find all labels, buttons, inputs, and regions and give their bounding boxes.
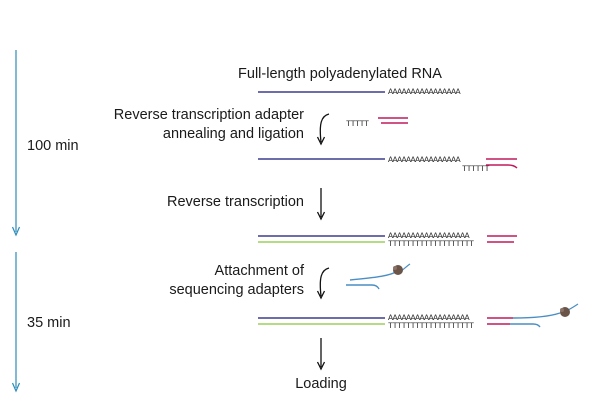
rt-adapter-label-line1: Reverse transcription adapter	[114, 107, 304, 123]
poly-t-step3: TTTTTTTTTTTTTTTTTTT	[388, 239, 474, 249]
poly-a-tail-step4: AAAAAAAAAAAAAAAAAA	[388, 313, 471, 323]
rt-adapter-label-line2: annealing and ligation	[163, 126, 304, 142]
timeline-arrowhead-1	[11, 226, 21, 237]
loading-label: Loading	[295, 376, 347, 392]
attach-label-line2: sequencing adapters	[169, 282, 304, 298]
poly-t-step4: TTTTTTTTTTTTTTTTTTT	[388, 321, 474, 331]
down-arrow-icon	[316, 338, 326, 371]
timeline-label-35-min: 35 min	[27, 315, 71, 331]
free-oligo-t: TTTTT	[346, 119, 369, 129]
rt-adapter-step4	[487, 317, 513, 325]
attach-label-line1: Attachment of	[215, 263, 305, 279]
annealed-oligo-t: TTTTTT	[462, 164, 490, 174]
poly-a-tail-step2: AAAAAAAAAAAAAAAA	[388, 155, 462, 165]
curved-arrow-icon	[316, 113, 330, 146]
curved-arrow-icon	[316, 267, 330, 300]
rt-adapter-free	[378, 117, 408, 124]
poly-a-tail: AAAAAAAAAAAAAAAA	[388, 87, 462, 97]
reverse-transcription-label: Reverse transcription	[167, 194, 304, 210]
motor-protein-icon	[393, 265, 403, 275]
poly-a-tail-step3: AAAAAAAAAAAAAAAAAA	[388, 231, 471, 241]
timeline-label-100-min: 100 min	[27, 138, 79, 154]
motor-protein-icon	[560, 307, 570, 317]
title-rna-label: Full-length polyadenylated RNA	[238, 66, 442, 82]
ligated-rt-adapter	[486, 158, 518, 169]
timeline: 100 min 35 min	[11, 50, 79, 393]
timeline-arrowhead-2	[11, 382, 21, 393]
rt-adapter-step3	[487, 235, 517, 243]
down-arrow-icon	[316, 188, 326, 221]
